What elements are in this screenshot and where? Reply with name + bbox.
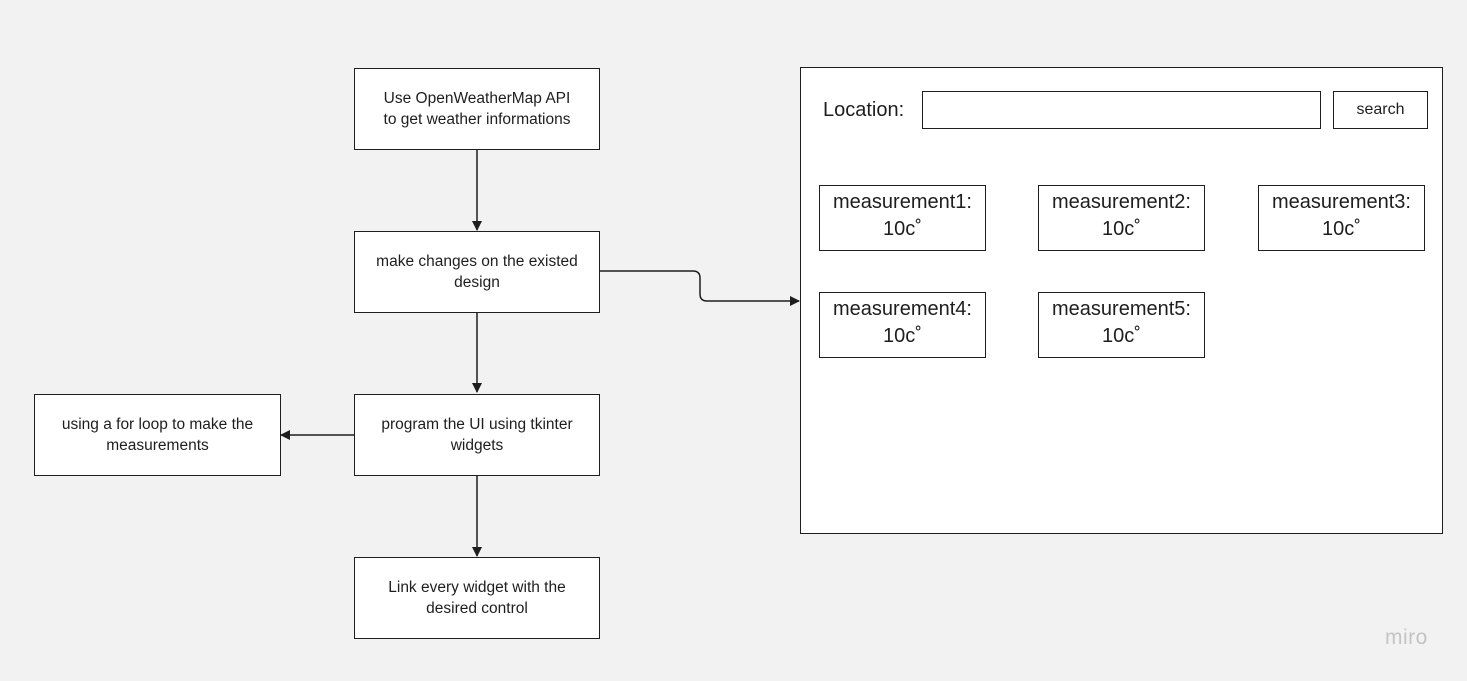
flow-step-link-widgets[interactable]: Link every widget with the desired contr… bbox=[354, 557, 600, 639]
measurement-card-3: measurement3: 10c˚ bbox=[1258, 185, 1425, 251]
flow-step-use-api[interactable]: Use OpenWeatherMap API to get weather in… bbox=[354, 68, 600, 150]
arrow-step2-to-mockup bbox=[600, 270, 800, 306]
location-label: Location: bbox=[823, 99, 905, 121]
measurement-label: measurement1: bbox=[833, 191, 972, 213]
measurement-label: measurement4: bbox=[833, 298, 972, 320]
flow-step-use-api-text: Use OpenWeatherMap API to get weather in… bbox=[383, 90, 571, 128]
measurement-value: 10c˚ bbox=[1102, 218, 1141, 240]
flow-note-for-loop[interactable]: using a for loop to make the measurement… bbox=[34, 394, 281, 476]
measurement-card-5: measurement5: 10c˚ bbox=[1038, 292, 1205, 358]
measurement-label: measurement2: bbox=[1052, 191, 1191, 213]
flow-step-program-ui[interactable]: program the UI using tkinter widgets bbox=[354, 394, 600, 476]
measurement-value: 10c˚ bbox=[883, 218, 922, 240]
flow-step-change-design[interactable]: make changes on the existed design bbox=[354, 231, 600, 313]
flow-step-program-ui-text: program the UI using tkinter widgets bbox=[381, 416, 573, 454]
measurement-label: measurement3: bbox=[1272, 191, 1411, 213]
measurement-card-2: measurement2: 10c˚ bbox=[1038, 185, 1205, 251]
search-button[interactable]: search bbox=[1333, 91, 1428, 129]
measurement-label: measurement5: bbox=[1052, 298, 1191, 320]
measurement-value: 10c˚ bbox=[1102, 325, 1141, 347]
location-input[interactable] bbox=[922, 91, 1321, 129]
flow-step-change-design-text: make changes on the existed design bbox=[376, 253, 578, 291]
measurement-value: 10c˚ bbox=[1322, 218, 1361, 240]
measurement-card-1: measurement1: 10c˚ bbox=[819, 185, 986, 251]
measurement-card-4: measurement4: 10c˚ bbox=[819, 292, 986, 358]
measurement-value: 10c˚ bbox=[883, 325, 922, 347]
miro-watermark: miro bbox=[1385, 626, 1428, 649]
flow-note-for-loop-text: using a for loop to make the measurement… bbox=[61, 416, 254, 454]
flow-step-link-widgets-text: Link every widget with the desired contr… bbox=[388, 579, 566, 617]
search-button-label: search bbox=[1356, 101, 1405, 118]
